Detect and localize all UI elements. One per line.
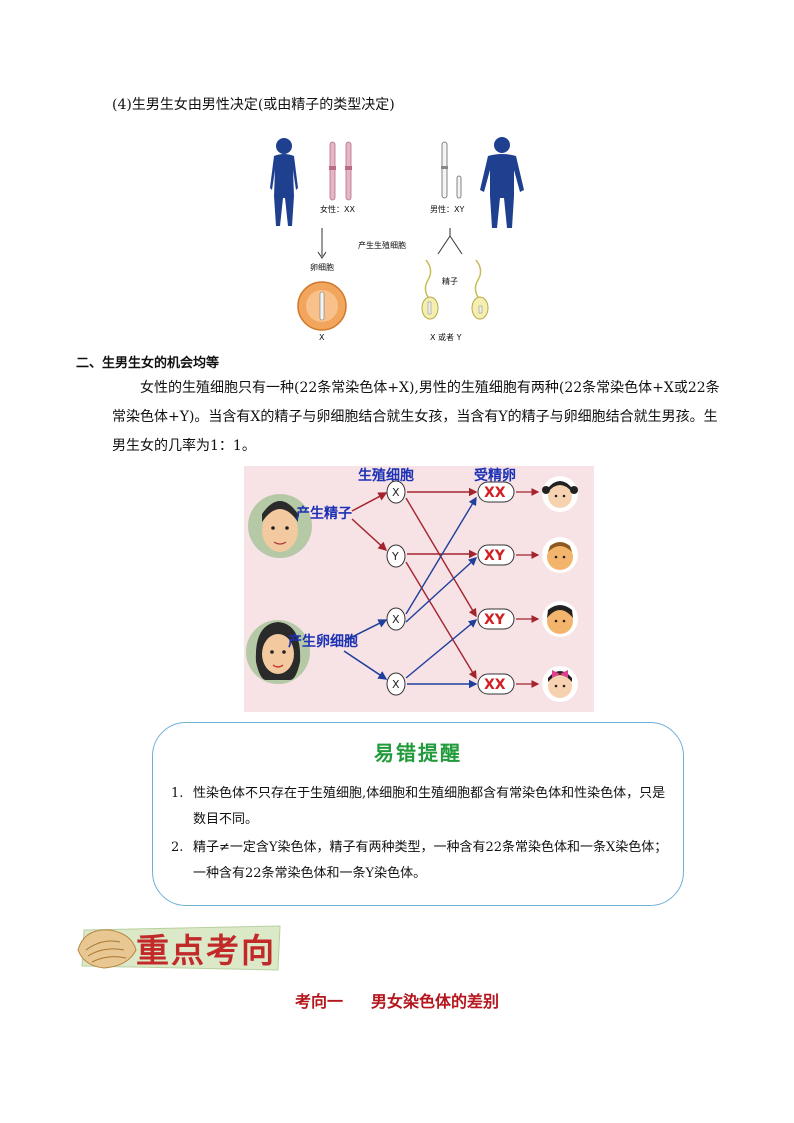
col-header-zygotes: 受精卵 — [474, 467, 516, 484]
reminder-item: 1. 性染色体不只存在于生殖细胞,体细胞和生殖细胞都含有常染色体和性染色体，只是… — [171, 781, 669, 833]
reminder-item-text: 精子≠一定含Y染色体，精子有两种类型，一种含有22条常染色体和一条X染色体；一种… — [193, 840, 668, 881]
female-chromosomes — [329, 141, 352, 201]
svg-text:X: X — [392, 678, 400, 691]
mother-face-icon — [246, 620, 310, 684]
svg-text:XY: XY — [484, 548, 506, 564]
germ-cell: Y — [386, 544, 406, 568]
conch-shell-icon — [77, 929, 137, 969]
female-label: 女性：XX — [320, 204, 355, 214]
topic-title: 男女染色体的差别 — [371, 992, 500, 1011]
zygote: XX — [477, 481, 515, 503]
mother-label: 产生卵细胞 — [288, 633, 358, 650]
sperm-chrom-label: X 或者 Y — [430, 332, 462, 342]
paragraph-text: 女性的生殖细胞只有一种(22条常染色体+X),男性的生殖细胞有两种(22条常染色… — [112, 380, 720, 454]
germ-cell: X — [386, 607, 406, 631]
boy-face-icon — [542, 537, 578, 573]
girl-face-icon — [542, 476, 578, 512]
germ-cell: X — [386, 672, 406, 696]
male-silhouette-icon — [480, 137, 524, 228]
father-face-icon — [248, 494, 312, 558]
topic-number: 考向一 — [294, 992, 343, 1011]
sperm-cell-icon — [471, 259, 489, 320]
key-topics-banner: 重点考向 — [74, 920, 286, 974]
female-silhouette-icon — [270, 138, 298, 226]
male-label: 男性：XY — [430, 204, 464, 214]
sperm-cell-icon — [421, 259, 439, 320]
section-paragraph: 女性的生殖细胞只有一种(22条常染色体+X),男性的生殖细胞有两种(22条常染色… — [112, 374, 724, 461]
reminder-list: 1. 性染色体不只存在于生殖细胞,体细胞和生殖细胞都含有常染色体和性染色体，只是… — [171, 781, 669, 889]
reminder-title: 易错提醒 — [374, 741, 462, 765]
germ-cell: X — [386, 480, 406, 504]
male-chromosomes — [441, 141, 462, 199]
father-label: 产生精子 — [296, 505, 352, 522]
svg-text:XY: XY — [484, 612, 506, 628]
egg-chrom-label: X — [319, 333, 325, 342]
banner-text: 重点考向 — [136, 931, 276, 970]
girl-face-icon — [542, 666, 578, 702]
inheritance-diagram: 生殖细胞 受精卵 产生精子 产生卵细胞 X Y X X — [244, 466, 594, 712]
sperm-label: 精子 — [442, 276, 458, 286]
sex-chromosome-figure: 女性：XX 男性：XY 产生生殖细胞 卵细胞 X 精子 X 或者 Y — [270, 137, 524, 342]
subsection-heading: (4)生男生女由男性决定(或由精子的类型决定) — [112, 97, 395, 113]
boy-face-icon — [542, 601, 578, 637]
reminder-item-number: 2. — [171, 840, 184, 855]
topic-heading: 考向一 男女染色体的差别 — [0, 988, 794, 1012]
reminder-item-number: 1. — [171, 786, 184, 801]
svg-text:X: X — [392, 613, 400, 626]
svg-text:Y: Y — [391, 550, 399, 563]
zygote: XX — [477, 673, 515, 695]
svg-text:XX: XX — [484, 485, 506, 501]
reminder-box: 易错提醒 1. 性染色体不只存在于生殖细胞,体细胞和生殖细胞都含有常染色体和性染… — [152, 722, 684, 906]
svg-text:XX: XX — [484, 677, 506, 693]
egg-cell-icon — [297, 281, 347, 331]
reminder-item-text: 性染色体不只存在于生殖细胞,体细胞和生殖细胞都含有常染色体和性染色体，只是数目不… — [193, 786, 666, 827]
zygote: XY — [477, 608, 515, 630]
section-title: 二、生男生女的机会均等 — [76, 356, 220, 371]
col-header-cells: 生殖细胞 — [358, 467, 414, 484]
svg-text:X: X — [392, 486, 400, 499]
center-label: 产生生殖细胞 — [358, 240, 406, 250]
reminder-item: 2. 精子≠一定含Y染色体，精子有两种类型，一种含有22条常染色体和一条X染色体… — [171, 835, 669, 887]
egg-label: 卵细胞 — [310, 262, 334, 272]
zygote: XY — [477, 544, 515, 566]
